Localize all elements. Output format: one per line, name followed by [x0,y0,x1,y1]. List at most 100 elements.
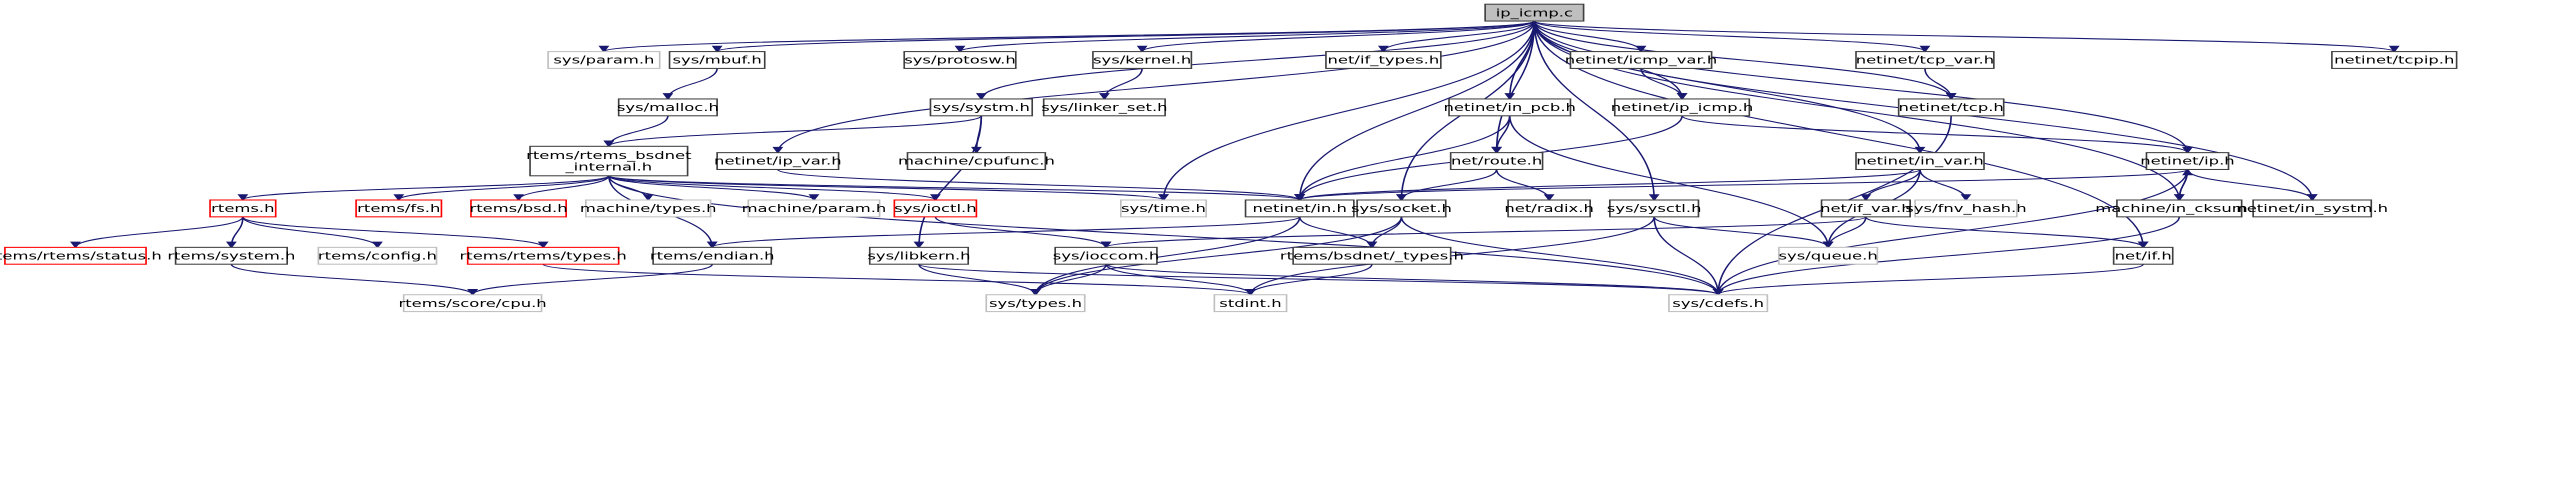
node-sys-types[interactable]: sys/types.h [985,294,1086,313]
edge-line [711,216,1301,248]
node-label: sys/ioccom.h [1053,250,1159,262]
node-label: ip_icmp.c [1496,7,1573,19]
node-box [2112,246,2174,265]
node-rtems-bsdnet-types[interactable]: rtems/bsdnet/_types.h [1280,246,1464,265]
edge-machine_in_cksum-to-netinet_ip [2178,168,2193,201]
arrowhead-icon [598,45,610,53]
edge-line [608,175,815,201]
node-box [4,246,147,265]
node-rtems-h[interactable]: rtems.h [209,199,277,218]
edge-net_if_var-to-net_if [1865,216,2149,249]
node-box [903,51,1017,69]
node-box [985,294,1086,313]
arrowhead-icon [467,288,479,296]
node-net-if-var[interactable]: net/if_var.h [1820,199,1912,218]
node-sys-systm[interactable]: sys/systm.h [929,98,1034,117]
node-label: netinet/ip_var.h [714,156,842,168]
node-label: netinet/in_systm.h [2236,203,2388,215]
node-box [317,246,438,265]
node-net-if-types[interactable]: net/if_types.h [1325,51,1442,69]
node-sys-protosw[interactable]: sys/protosw.h [903,51,1017,69]
edge-line [1382,20,1536,52]
node-net-if[interactable]: net/if.h [2112,246,2174,265]
node-netinet-ip-icmp[interactable]: netinet/ip_icmp.h [1611,98,1754,117]
node-netinet-ip[interactable]: netinet/ip.h [2140,152,2235,170]
node-box [893,199,978,218]
edge-ip_icmp_c-to-netinet_tcpip [1533,20,2400,53]
edge-line [608,115,669,147]
node-machine-types[interactable]: machine/types.h [580,199,717,218]
node-rtems-fs[interactable]: rtems/fs.h [355,199,443,218]
node-rtems-system[interactable]: rtems/system.h [167,246,295,265]
node-sys-malloc[interactable]: sys/malloc.h [617,98,719,117]
node-label: _internal.h [564,161,652,173]
edge-line [608,175,1719,295]
node-sys-time[interactable]: sys/time.h [1120,199,1207,218]
node-sys-mbuf[interactable]: sys/mbuf.h [668,51,766,69]
node-sys-linker-set[interactable]: sys/linker_set.h [1041,98,1168,117]
node-netinet-in-systm[interactable]: netinet/in_systm.h [2236,199,2388,218]
node-rtems-rtems-status[interactable]: rtems/rtems/status.h [0,246,162,265]
node-net-radix[interactable]: net/radix.h [1504,199,1594,218]
node-label: machine/in_cksum.h [2095,203,2263,215]
node-net-route[interactable]: net/route.h [1449,152,1544,170]
node-sys-libkern[interactable]: sys/libkern.h [867,246,971,265]
node-sys-socket[interactable]: sys/socket.h [1351,199,1452,218]
node-netinet-in[interactable]: netinet/in.h [1244,199,1355,218]
node-netinet-ip-var[interactable]: netinet/ip_var.h [714,152,842,170]
node-stdint[interactable]: stdint.h [1213,294,1288,313]
node-rtems-endian[interactable]: rtems/endian.h [650,246,775,265]
node-rtems-score-cpu[interactable]: rtems/score/cpu.h [399,294,547,313]
arrowhead-icon [513,194,524,202]
edge-rtems_bsdnet_internal-to-machine_param [608,175,820,202]
edge-netinet_in_var-to-sys_fnv_hash [1919,169,1972,202]
edge-line [1034,264,1107,295]
node-sys-param[interactable]: sys/param.h [547,51,661,69]
edge-rtems_h-to-rtems_rtems_types [242,216,549,249]
node-rtems-bsdnet-internal[interactable]: rtems/rtems_bsdnet_internal.h [526,145,692,177]
edge-ip_icmp_c-to-sys_param [598,20,1536,53]
arrowhead-icon [772,146,784,154]
node-machine-cpufunc[interactable]: machine/cpufunc.h [898,152,1055,170]
node-sys-fnv-hash[interactable]: sys/fnv_hash.h [1905,199,2027,218]
node-box [466,246,620,265]
node-machine-param[interactable]: machine/param.h [742,199,887,218]
node-netinet-tcp[interactable]: netinet/tcp.h [1897,98,2005,117]
node-machine-in-cksum[interactable]: machine/in_cksum.h [2095,199,2263,218]
node-sys-ioctl[interactable]: sys/ioctl.h [893,199,978,218]
node-sys-kernel[interactable]: sys/kernel.h [1092,51,1193,69]
arrowhead-icon [1245,288,1256,296]
edge-line [1919,169,1967,201]
node-box [1448,98,1572,117]
arrowhead-icon [2306,194,2318,202]
edge-netinet_in_var-to-net_if_var [1860,169,1921,202]
edge-line [1533,21,2189,153]
node-rtems-config[interactable]: rtems/config.h [317,246,438,265]
arrowhead-icon [913,241,925,249]
node-netinet-in-var[interactable]: netinet/in_var.h [1855,152,1985,170]
node-sys-queue[interactable]: sys/queue.h [1778,246,1879,265]
edge-ip_icmp_c-to-netinet_in_pcb [1504,21,1536,101]
node-sys-cdefs[interactable]: sys/cdefs.h [1668,294,1769,313]
edge-rtems_rtems_types-to-stdint [542,263,1256,296]
node-box [1668,294,1769,313]
edge-netinet_ip_var-to-netinet_in [777,168,1306,202]
node-netinet-in-pcb[interactable]: netinet/in_pcb.h [1444,98,1576,117]
arrowhead-icon [642,194,654,202]
node-sys-sysctl[interactable]: sys/sysctl.h [1607,199,1702,218]
node-rtems-rtems-types[interactable]: rtems/rtems/types.h [460,246,627,265]
arrowhead-icon [1648,194,1660,202]
arrowhead-icon [808,194,820,202]
node-sys-ioccom[interactable]: sys/ioccom.h [1053,246,1159,265]
node-rtems-bsd[interactable]: rtems/bsd.h [469,199,568,218]
node-ip-icmp-c[interactable]: ip_icmp.c [1484,3,1585,22]
arrowhead-icon [393,194,405,202]
node-netinet-tcpip[interactable]: netinet/tcpip.h [2331,51,2458,69]
edge-line [471,263,714,295]
node-label: sys/types.h [989,298,1082,310]
edge-rtems_bsdnet_internal-to-rtems_bsd [513,175,610,202]
node-box [174,246,288,265]
node-netinet-icmp-var[interactable]: netinet/icmp_var.h [1565,51,1718,69]
node-netinet-tcp-var[interactable]: netinet/tcp_var.h [1855,51,1995,69]
node-box [1120,199,1207,218]
